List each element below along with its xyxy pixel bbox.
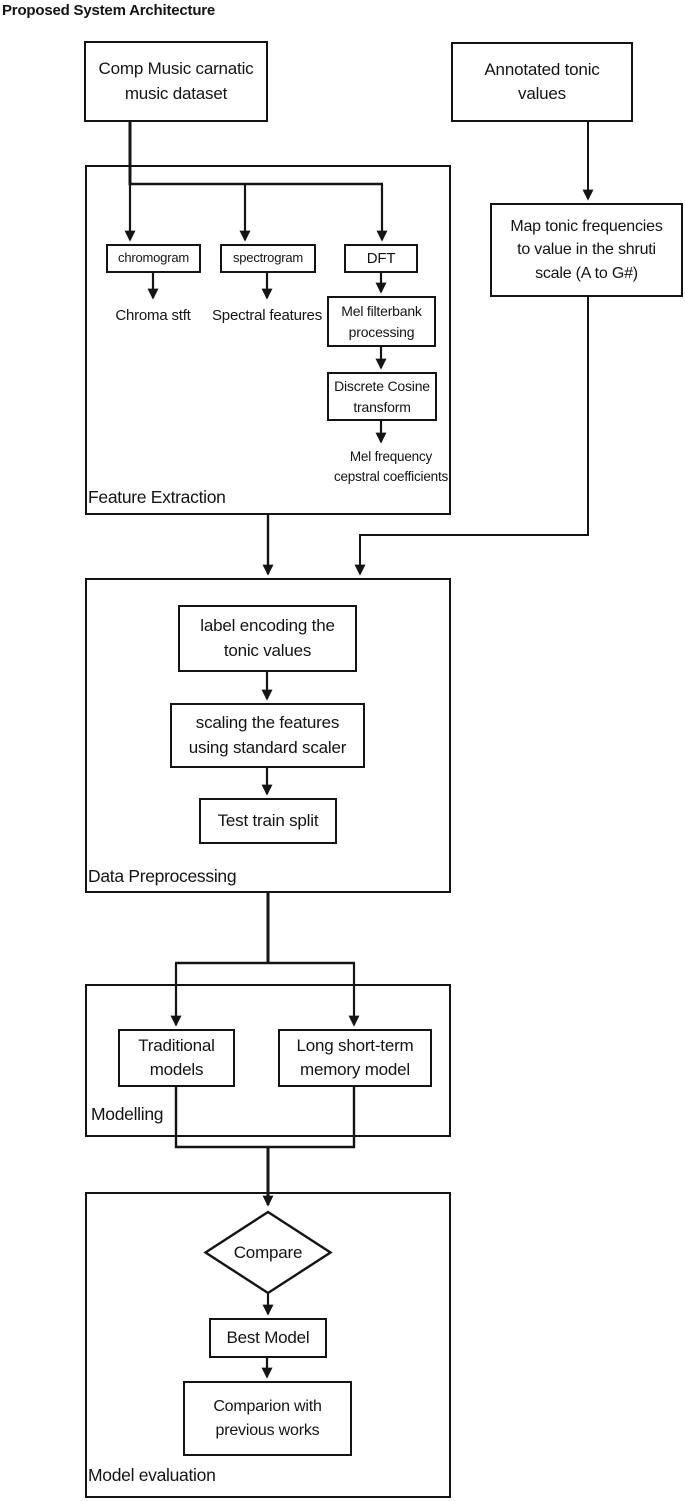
label-mfcc: Mel frequency cepstral coefficients <box>333 449 449 484</box>
section-feature-extraction <box>85 165 451 515</box>
section-label-model-evaluation: Model evaluation <box>88 1465 216 1485</box>
section-model-evaluation <box>85 1192 451 1498</box>
node-dataset: Comp Music carnatic music dataset <box>84 41 268 122</box>
node-discrete-cosine: Discrete Cosine transform <box>327 372 437 421</box>
label-chroma-stft: Chroma stft <box>115 307 191 325</box>
label-spectral-features: Spectral features <box>212 307 322 325</box>
section-data-preprocessing <box>85 578 451 893</box>
node-compare: Compare <box>233 1242 303 1262</box>
section-label-feature-extraction: Feature Extraction <box>88 487 226 507</box>
node-comparison: Comparion with previous works <box>183 1381 352 1456</box>
section-modelling <box>85 984 451 1137</box>
node-test-train-split: Test train split <box>199 798 337 844</box>
section-label-data-preprocessing: Data Preprocessing <box>88 866 237 886</box>
node-dft: DFT <box>344 244 418 273</box>
section-label-modelling: Modelling <box>91 1104 164 1124</box>
node-best-model: Best Model <box>209 1318 327 1358</box>
node-map-tonic: Map tonic frequencies to value in the sh… <box>490 203 683 297</box>
node-chromogram: chromogram <box>106 244 201 273</box>
node-spectrogram: spectrogram <box>220 244 316 273</box>
page-title: Proposed System Architecture <box>2 2 216 19</box>
node-label-encoding: label encoding the tonic values <box>178 605 357 672</box>
node-lstm: Long short-term memory model <box>278 1029 432 1087</box>
node-scaling: scaling the features using standard scal… <box>170 703 365 768</box>
node-mel-filterbank: Mel filterbank processing <box>327 296 436 347</box>
node-annotated-tonic: Annotated tonic values <box>451 42 633 122</box>
edge-map-to-preprocessing <box>354 297 589 576</box>
node-traditional-models: Traditional models <box>118 1029 235 1087</box>
